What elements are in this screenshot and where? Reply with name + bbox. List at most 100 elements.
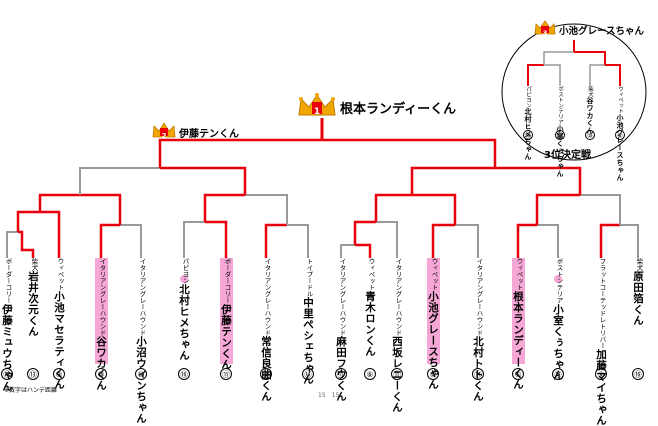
- bracket-line: [79, 167, 160, 195]
- entrant-seed: ③: [53, 368, 65, 380]
- bracket-line: [620, 224, 639, 258]
- entrant-seed: ⑨: [260, 368, 272, 380]
- entrant-name: 根本ランディーくん: [512, 290, 524, 390]
- bracket-line: [431, 223, 455, 258]
- entrant-breed: イタリアングレーハウンド: [138, 258, 146, 336]
- third-entrant-seed: ⑯: [523, 130, 533, 140]
- bracket-line: [183, 221, 205, 258]
- entrant-7: ボーダーコリー伊藤テンくん: [220, 258, 233, 370]
- third-entrant-seed: ⑥: [615, 130, 625, 140]
- entrant-6: パピヨン北村ヒメちゃん: [178, 258, 191, 364]
- bracket-line: [158, 138, 322, 168]
- entrant-seed: ⑪: [391, 368, 403, 380]
- bracket-line: [599, 223, 620, 258]
- entrant-seed: ⑥: [364, 368, 376, 380]
- entrant-10: イタリアングレーハウンド麻田フウくん: [335, 258, 348, 402]
- entrant-breed: 柴犬: [30, 258, 38, 271]
- bracket-line: [527, 64, 544, 86]
- entrant-name: 谷ワカくん: [586, 97, 594, 135]
- entrant-name: 岩井次元くん: [27, 271, 39, 337]
- entrant-seed: ⑩: [135, 368, 147, 380]
- entrant-12: イタリアングレーハウンド西坂レニーくん: [391, 258, 404, 413]
- entrant-breed: イタリアングレーハウンド: [98, 258, 106, 336]
- crown-icon: 1: [297, 93, 337, 121]
- entrant-seed: ⑥: [427, 368, 439, 380]
- bracket-line: [38, 193, 80, 212]
- entrant-8: イタリアングレーハウンド常信良曲くん: [260, 258, 273, 402]
- center-marks: 15 15: [318, 392, 340, 399]
- entrant-breed: 柴犬: [635, 258, 643, 271]
- tournament-bracket: 1 根本ランディーくん 2 伊藤テンくん 3 小池グレースちゃん 3位決定戦 パ…: [1, 20, 647, 426]
- entrant-name: 原田箔くん: [632, 271, 644, 326]
- entrant-breed: ウィペット: [617, 86, 623, 114]
- entrant-seed: ⑤: [512, 368, 524, 380]
- bracket-lines: [6, 23, 647, 283]
- entrant-breed: ウィペット: [367, 258, 375, 291]
- entrant-18: 柴犬原田箔くん: [632, 258, 645, 364]
- entrant-breed: イタリアングレーハウンド: [475, 258, 483, 336]
- bracket-line: [16, 210, 40, 232]
- bracket-line: [322, 138, 497, 168]
- entrant-breed: トイプードル: [305, 258, 313, 297]
- entrant-name: 小室くぅちゃん: [552, 303, 564, 381]
- bracket-line: [99, 223, 120, 258]
- third-place-label: 3 小池グレースちゃん: [534, 20, 644, 39]
- bracket-line: [589, 64, 605, 86]
- entrant-17: フラットコーテッドレトリバー加藤マイちゃん: [595, 258, 608, 426]
- entrant-breed: ウィペット: [515, 258, 523, 291]
- entrant-seed: ⑨: [595, 368, 607, 380]
- bracket-line: [544, 64, 561, 86]
- entrant-16: ボストンテリア小室くぅちゃん: [552, 258, 565, 381]
- bracket-line: [18, 230, 35, 258]
- bracket-line: [537, 224, 559, 258]
- entrant-14: イタリアングレーハウンド北村トトくん: [472, 258, 485, 402]
- bracket-line: [516, 223, 537, 258]
- bracket-line: [412, 193, 457, 225]
- entrant-seed: ⑭: [552, 368, 564, 380]
- entrant-seed: ⑪: [220, 368, 232, 380]
- entrant-seed: ⑭: [472, 368, 484, 380]
- bracket-line: [355, 243, 372, 258]
- entrant-breed: イタリアングレーハウンド: [263, 258, 271, 336]
- third-name: 小池グレースちゃん: [559, 25, 645, 37]
- third-place-title: 3位決定戦: [544, 150, 591, 161]
- entrant-seed: ⑯: [178, 368, 190, 380]
- entrant-name: 小室くぅちゃん: [556, 124, 564, 178]
- bracket-line: [353, 220, 376, 245]
- bracket-line: [287, 224, 309, 258]
- footnote: ※数字はハンデ距離: [4, 387, 58, 394]
- bracket-line: [80, 193, 122, 225]
- bracket-line: [605, 64, 621, 86]
- entrant-breed: 柴犬: [587, 86, 593, 97]
- entrant-breed: ウィペット: [430, 258, 438, 291]
- entrant-name: 小池グレースちゃん: [616, 113, 624, 182]
- entrant-breed: イタリアングレーハウンド: [394, 258, 402, 336]
- entrant-breed: イタリアングレーハウンド: [338, 258, 346, 336]
- marker-dot: [180, 275, 188, 283]
- entrant-15: ウィペット根本ランディーくん: [512, 258, 525, 390]
- champion-rank: 1: [313, 107, 321, 117]
- entrant-seed: ⑩: [95, 368, 107, 380]
- entrant-breed: ボーダーコリー: [223, 258, 231, 304]
- bracket-line: [205, 220, 228, 258]
- entrant-11: ウィペット青木ロンくん: [364, 258, 377, 364]
- entrant-3: ウィペット小池マセラティくん: [53, 258, 66, 390]
- entrant-name: 加藤マイちゃん: [595, 349, 607, 426]
- entrant-seed: ⑪: [335, 368, 347, 380]
- bracket-line: [40, 210, 61, 258]
- bracket-line: [6, 231, 18, 258]
- entrant-name: 伊藤テンくん: [220, 303, 232, 370]
- marker-dot: [554, 275, 562, 283]
- entrant-4: イタリアングレーハウンド谷ワカくん: [95, 258, 108, 391]
- entrant-2: 柴犬岩井次元くん: [27, 258, 40, 364]
- entrant-1: ボーダーコリー伊藤ミュウちゃん: [1, 258, 14, 392]
- third-place-circle: [501, 23, 647, 161]
- third-entrant-seed: ⑭: [555, 130, 565, 140]
- entrant-13: ウィペット小池グレースちゃん: [427, 258, 440, 390]
- entrant-name: 小池マセラティくん: [53, 290, 65, 390]
- entrant-breed: フラットコーテッドレトリバー: [598, 258, 606, 349]
- crown-icon: 3: [534, 20, 556, 39]
- bracket-line: [374, 193, 412, 222]
- entrant-breed: ボストンテリア: [557, 86, 563, 125]
- third-entrant-seed: ⑩: [585, 130, 595, 140]
